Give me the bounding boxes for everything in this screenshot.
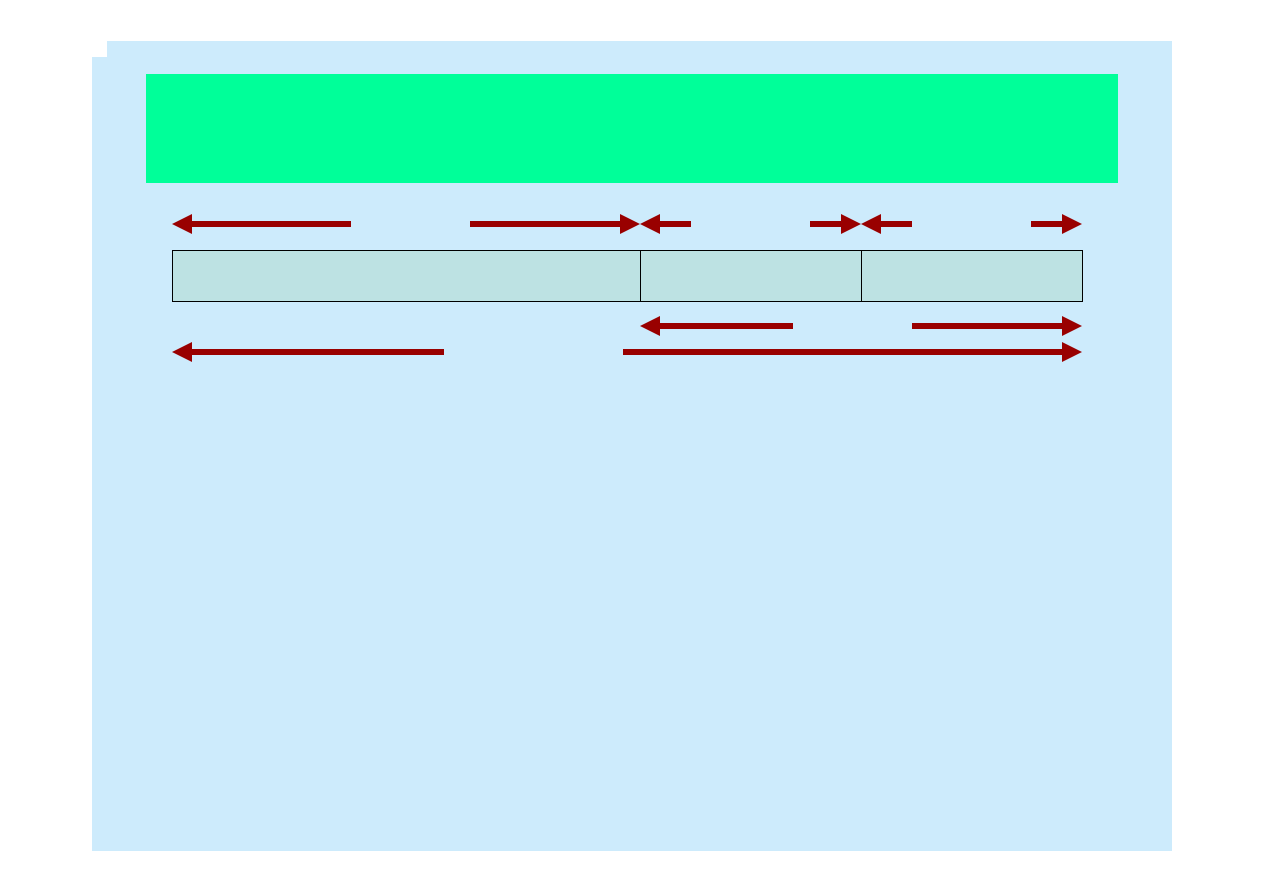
arrow-left-icon	[172, 342, 444, 362]
slide-background-top	[107, 41, 1172, 61]
arrow-shape	[912, 316, 1082, 336]
arrow-left-icon	[861, 214, 912, 234]
arrow-shape	[623, 342, 1082, 362]
arrow-shape	[861, 214, 912, 234]
segment-3	[861, 251, 1082, 301]
segment-1	[173, 251, 641, 301]
arrow-shape	[470, 214, 640, 234]
arrow-right-icon	[912, 316, 1082, 336]
arrow-right-icon	[470, 214, 640, 234]
arrow-shape	[640, 316, 793, 336]
arrow-right-icon	[810, 214, 861, 234]
arrow-left-icon	[640, 316, 793, 336]
segment-2	[640, 251, 862, 301]
title-band	[146, 74, 1118, 183]
arrow-shape	[1031, 214, 1082, 234]
slide-background	[92, 57, 1172, 851]
arrow-right-icon	[1031, 214, 1082, 234]
segment-bar	[172, 250, 1083, 302]
arrow-left-icon	[640, 214, 691, 234]
arrow-right-icon	[623, 342, 1082, 362]
arrow-shape	[172, 214, 351, 234]
arrow-shape	[640, 214, 691, 234]
arrow-shape	[172, 342, 444, 362]
arrow-left-icon	[172, 214, 351, 234]
arrow-shape	[810, 214, 861, 234]
